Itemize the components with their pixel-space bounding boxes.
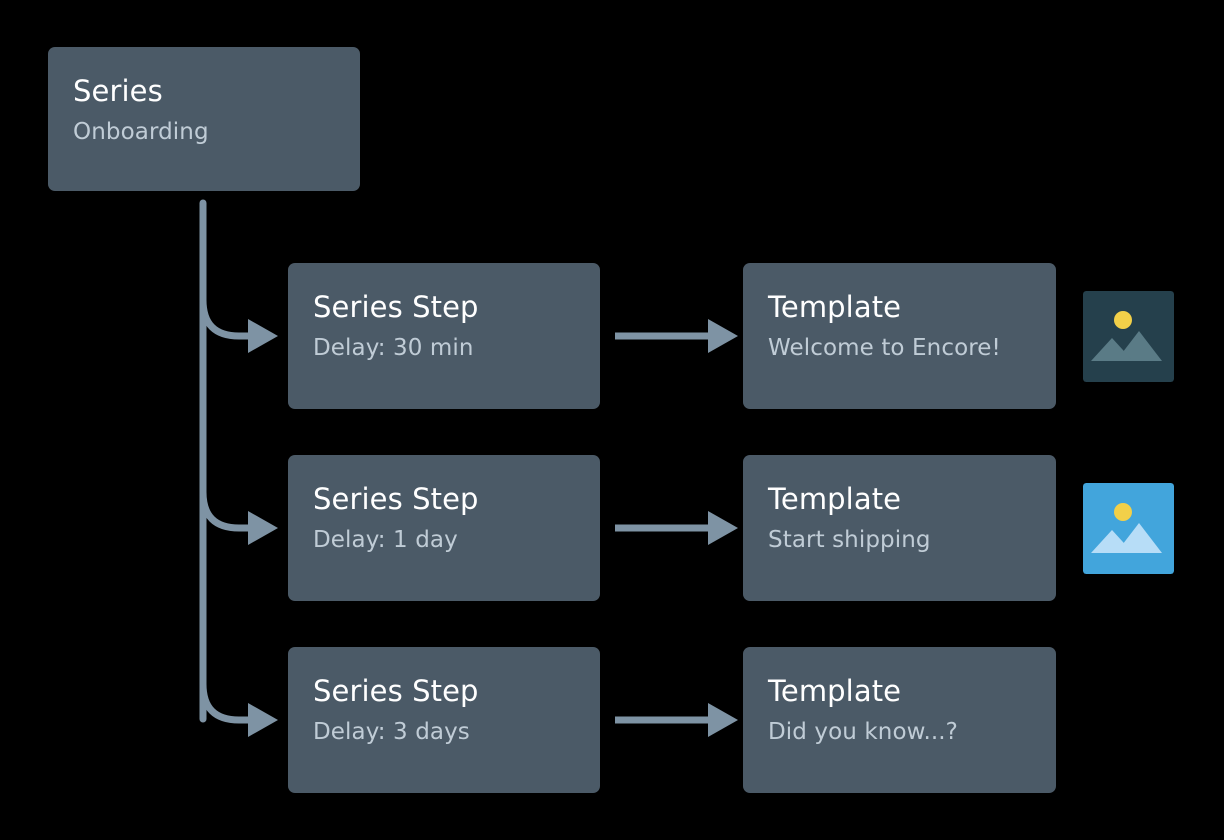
- series-step-card-1[interactable]: Series Step Delay: 30 min: [288, 263, 600, 409]
- template-card-1[interactable]: Template Welcome to Encore!: [743, 263, 1056, 409]
- step-to-template-arrowhead-2: [708, 511, 738, 545]
- template-title-2: Template: [768, 482, 902, 516]
- branch-elbow-1: [199, 299, 252, 340]
- template-title-3: Template: [768, 674, 902, 708]
- template-subject-2: Start shipping: [768, 527, 931, 553]
- branch-elbow-3: [199, 683, 252, 724]
- template-subject-1: Welcome to Encore!: [768, 335, 1001, 361]
- template-card-2[interactable]: Template Start shipping: [743, 455, 1056, 601]
- series-step-card-3[interactable]: Series Step Delay: 3 days: [288, 647, 600, 793]
- image-placeholder-icon[interactable]: [1083, 291, 1174, 382]
- image-placeholder-icon[interactable]: [1083, 483, 1174, 574]
- series-card-subtitle: Onboarding: [73, 119, 209, 145]
- step-to-template-arrowhead-1: [708, 319, 738, 353]
- branch-arrowhead-3: [248, 703, 278, 737]
- branch-arrowhead-2: [248, 511, 278, 545]
- series-card-title: Series: [73, 74, 163, 108]
- template-subject-3: Did you know...?: [768, 719, 958, 745]
- series-step-delay-1: Delay: 30 min: [313, 335, 474, 361]
- template-card-3[interactable]: Template Did you know...?: [743, 647, 1056, 793]
- series-step-title-1: Series Step: [313, 290, 479, 324]
- series-step-delay-2: Delay: 1 day: [313, 527, 458, 553]
- series-card[interactable]: Series Onboarding: [48, 47, 360, 191]
- branch-elbow-2: [199, 491, 252, 532]
- step-to-template-arrowhead-3: [708, 703, 738, 737]
- series-step-card-2[interactable]: Series Step Delay: 1 day: [288, 455, 600, 601]
- series-step-title-2: Series Step: [313, 482, 479, 516]
- series-step-delay-3: Delay: 3 days: [313, 719, 470, 745]
- series-step-title-3: Series Step: [313, 674, 479, 708]
- template-title-1: Template: [768, 290, 902, 324]
- branch-arrowhead-1: [248, 319, 278, 353]
